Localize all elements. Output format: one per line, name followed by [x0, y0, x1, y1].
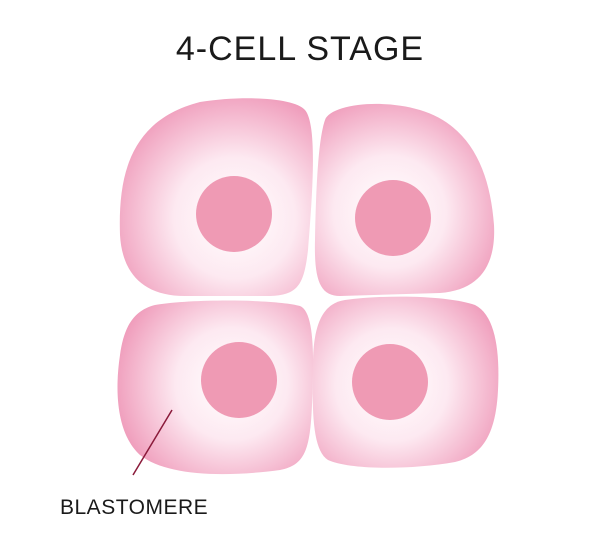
- nucleus-bottom-left: [201, 342, 277, 418]
- label-leader-line: [132, 409, 173, 476]
- nucleus-top-right: [355, 180, 431, 256]
- nucleus-bottom-right: [352, 344, 428, 420]
- nucleus-top-left: [196, 176, 272, 252]
- blastomere-label: BLASTOMERE: [60, 496, 208, 519]
- diagram-title: 4-CELL STAGE: [175, 30, 425, 68]
